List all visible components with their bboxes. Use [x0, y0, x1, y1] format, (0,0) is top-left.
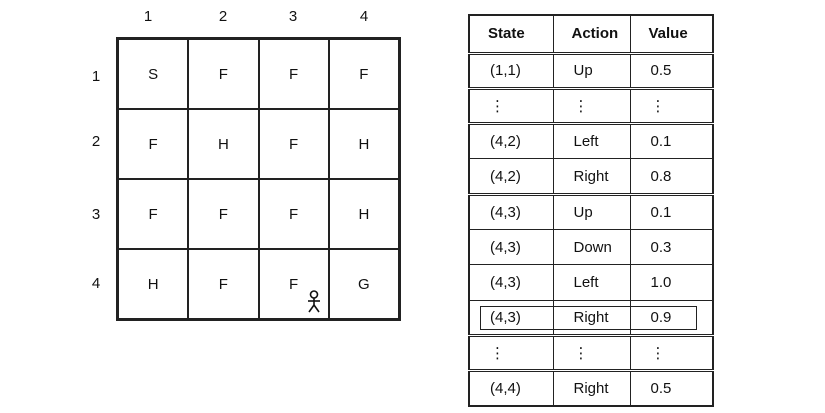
grid-world: S F F F F H F H F F F H H F F G	[116, 37, 401, 321]
state-cell: (1,1)	[468, 52, 554, 89]
cell-label: G	[358, 275, 370, 293]
q-value-table: State Action Value (1,1) Up 0.5 ⋮ ⋮ ⋮ (4…	[468, 14, 714, 407]
grid-cell-2-1: F	[118, 109, 189, 179]
grid-cell-4-4: G	[328, 249, 399, 319]
grid-row-label-2: 2	[91, 133, 101, 150]
cell-label: F	[218, 275, 228, 293]
grid-cell-3-1: F	[118, 179, 189, 249]
grid-cell-2-2: H	[188, 109, 259, 179]
grid-cell-1-3: F	[258, 39, 329, 109]
value-cell: ⋮	[629, 333, 714, 372]
value-cell: 0.3	[629, 228, 714, 266]
action-cell: Left	[552, 264, 631, 301]
cell-label: H	[358, 135, 370, 153]
state-cell: (4,4)	[468, 369, 554, 407]
value-cell: 0.9	[629, 299, 714, 336]
grid-col-label-3: 3	[288, 8, 298, 25]
table-header-row: State Action Value	[468, 14, 714, 54]
action-cell: Left	[552, 122, 631, 160]
table-row: (4,3) Up 0.1	[468, 192, 714, 230]
action-cell: Down	[552, 228, 631, 266]
grid-cell-2-3: F	[258, 109, 329, 179]
stick-figure-icon	[307, 290, 320, 313]
cell-label: F	[218, 65, 228, 83]
value-cell: 1.0	[629, 264, 714, 301]
grid-cell-3-2: F	[188, 179, 259, 249]
action-cell: Right	[552, 158, 631, 195]
table-row: (4,3) Down 0.3	[468, 228, 714, 266]
grid-cell-3-3: F	[258, 179, 329, 249]
cell-label: F	[289, 65, 299, 83]
value-cell: 0.5	[629, 369, 714, 407]
cell-label: F	[218, 205, 228, 223]
table-row: (1,1) Up 0.5	[468, 52, 714, 89]
table-row-highlighted: (4,3) Right 0.9	[468, 299, 714, 336]
value-cell: 0.8	[629, 158, 714, 195]
grid-row-label-1: 1	[91, 68, 101, 85]
state-cell: (4,2)	[468, 122, 554, 160]
state-cell: (4,2)	[468, 158, 554, 195]
grid-col-label-1: 1	[143, 8, 153, 25]
header-action: Action	[552, 14, 631, 54]
table-row: (4,2) Right 0.8	[468, 158, 714, 195]
state-cell: (4,3)	[468, 299, 554, 336]
action-cell: ⋮	[552, 86, 631, 125]
grid-row-label-4: 4	[91, 275, 101, 292]
grid-cell-1-2: F	[188, 39, 259, 109]
header-state: State	[468, 14, 554, 54]
state-cell: ⋮	[468, 86, 554, 125]
grid-cell-1-1: S	[118, 39, 189, 109]
grid-cell-1-4: F	[328, 39, 399, 109]
grid-col-label-4: 4	[359, 8, 369, 25]
cell-label: F	[289, 275, 299, 293]
value-cell: 0.1	[629, 122, 714, 160]
header-value: Value	[629, 14, 714, 54]
cell-label: S	[148, 65, 159, 83]
cell-label: F	[289, 205, 299, 223]
grid-row-label-3: 3	[91, 206, 101, 223]
state-cell: (4,3)	[468, 192, 554, 230]
grid-cell-2-4: H	[328, 109, 399, 179]
table-row: (4,2) Left 0.1	[468, 122, 714, 160]
grid-cell-4-1: H	[118, 249, 189, 319]
action-cell: Right	[552, 299, 631, 336]
grid-cell-4-2: F	[188, 249, 259, 319]
table-row: (4,4) Right 0.5	[468, 369, 714, 407]
action-cell: Up	[552, 192, 631, 230]
grid-cell-3-4: H	[328, 179, 399, 249]
cell-label: F	[359, 65, 369, 83]
action-cell: ⋮	[552, 333, 631, 372]
state-cell: (4,3)	[468, 228, 554, 266]
value-cell: 0.5	[629, 52, 714, 89]
cell-label: F	[148, 205, 158, 223]
action-cell: Right	[552, 369, 631, 407]
value-cell: ⋮	[629, 86, 714, 125]
grid-cell-4-3: F	[258, 249, 329, 319]
cell-label: F	[289, 135, 299, 153]
state-cell: ⋮	[468, 333, 554, 372]
cell-label: F	[148, 135, 158, 153]
table-row-ellipsis: ⋮ ⋮ ⋮	[468, 86, 714, 125]
cell-label: H	[358, 205, 370, 223]
action-cell: Up	[552, 52, 631, 89]
state-cell: (4,3)	[468, 264, 554, 301]
grid-col-label-2: 2	[218, 8, 228, 25]
cell-label: H	[217, 135, 229, 153]
cell-label: H	[147, 275, 159, 293]
table-row-ellipsis: ⋮ ⋮ ⋮	[468, 333, 714, 372]
value-cell: 0.1	[629, 192, 714, 230]
table-row: (4,3) Left 1.0	[468, 264, 714, 301]
